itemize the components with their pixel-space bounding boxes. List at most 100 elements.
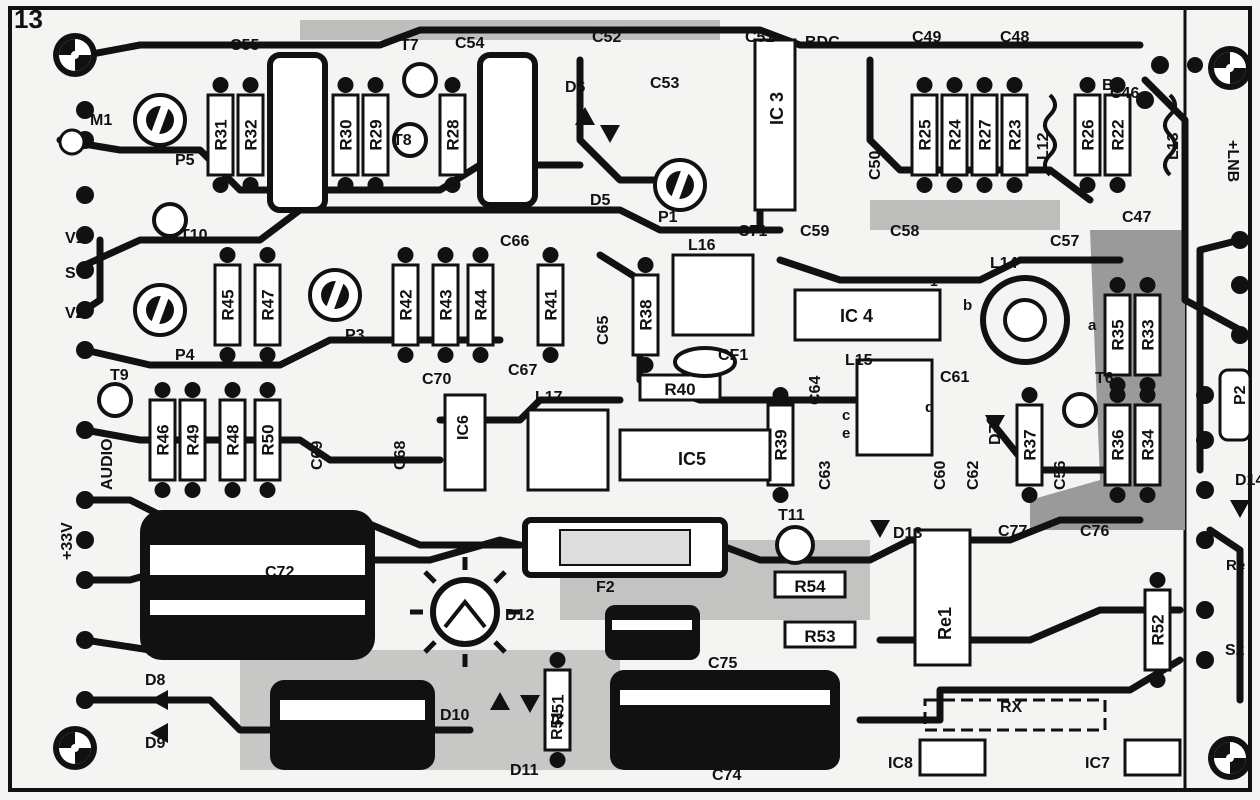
resistor-r33: R33 xyxy=(1133,277,1162,393)
resistor-r34: R34 xyxy=(1133,387,1162,503)
label-v33: +33V xyxy=(59,522,76,560)
label-rx: RX xyxy=(1000,699,1023,716)
label-r51: R51 xyxy=(549,711,566,740)
label-c62: C62 xyxy=(965,461,982,490)
label-d5: D5 xyxy=(590,192,611,209)
resistor-label: R36 xyxy=(1109,429,1128,460)
resistor-r38: R38 xyxy=(631,257,660,373)
label-d12: D12 xyxy=(505,607,534,624)
label-l15: L15 xyxy=(845,352,873,369)
label-p3: P3 xyxy=(345,327,365,344)
resistor-r43: R43 xyxy=(431,247,460,363)
resistor-r45: R45 xyxy=(213,247,242,363)
resistor-r49: R49 xyxy=(178,382,207,498)
label-c55: C55 xyxy=(230,37,259,54)
resistor-r26: R26 xyxy=(1073,77,1102,193)
label-c75: C75 xyxy=(708,655,737,672)
label-p2: P2 xyxy=(1232,385,1249,405)
electrolytic-capacitors xyxy=(140,52,840,770)
resistor-label: R44 xyxy=(472,289,491,321)
label-c50: C50 xyxy=(867,151,884,180)
label-l16: L16 xyxy=(688,237,716,254)
label-d11: D11 xyxy=(510,762,539,779)
resistor-r41: R41 xyxy=(536,247,565,363)
label-cf1: CF1 xyxy=(718,347,748,364)
label-ic7: IC7 xyxy=(1085,755,1110,772)
label-f2: F2 xyxy=(596,579,615,596)
resistor-label: R37 xyxy=(1021,429,1040,460)
resistor-label: R28 xyxy=(444,119,463,150)
label-c70: C70 xyxy=(422,371,451,388)
resistor-r48: R48 xyxy=(218,382,247,498)
label-c74: C74 xyxy=(712,767,741,784)
mounting-holes xyxy=(53,33,1252,780)
label-m1: M1 xyxy=(90,112,112,129)
resistor-label: R34 xyxy=(1139,429,1158,461)
label-v2: V2 xyxy=(65,305,85,322)
label-c58: C58 xyxy=(890,223,919,240)
label-l17: L17 xyxy=(535,389,563,406)
resistor-label: R54 xyxy=(794,577,826,596)
resistor-r42: R42 xyxy=(391,247,420,363)
label-d7: D7 xyxy=(987,424,1004,445)
resistor-label: R22 xyxy=(1109,119,1128,150)
resistor-r22: R22 xyxy=(1103,77,1132,193)
label-c61: C61 xyxy=(940,369,969,386)
resistor-label: R42 xyxy=(397,289,416,320)
resistor-r28: R28 xyxy=(438,77,467,193)
resistor-r46: R46 xyxy=(148,382,177,498)
label-c76: C76 xyxy=(1080,523,1109,540)
resistor-r29: R29 xyxy=(361,77,390,193)
resistor-r54: R54 xyxy=(773,570,847,599)
label-d13: D13 xyxy=(893,525,922,542)
resistor-label: R33 xyxy=(1139,319,1158,350)
label-l14: L14 xyxy=(990,255,1018,272)
label-b: b xyxy=(963,297,972,314)
resistor-label: R39 xyxy=(772,429,791,460)
potentiometers xyxy=(133,93,1252,442)
label-s2: S2 xyxy=(1225,642,1245,659)
resistor-label: R26 xyxy=(1079,119,1098,150)
resistor-label: R52 xyxy=(1149,614,1168,645)
resistor-label: R23 xyxy=(1006,119,1025,150)
label-c77: C77 xyxy=(998,523,1027,540)
label-ic6: IC6 xyxy=(455,415,472,440)
resistor-label: R27 xyxy=(976,119,995,150)
label-ic8: IC8 xyxy=(888,755,913,772)
label-t7: T7 xyxy=(400,37,419,54)
label-c: c xyxy=(842,407,850,424)
resistor-label: R53 xyxy=(804,627,835,646)
label-t8: T8 xyxy=(393,132,412,149)
resistor-label: R32 xyxy=(242,119,261,150)
resistor-label: R29 xyxy=(367,119,386,150)
resistor-label: R46 xyxy=(154,424,173,455)
resistor-label: R24 xyxy=(946,119,965,151)
label-p4: P4 xyxy=(175,347,195,364)
label-d: d xyxy=(925,399,934,416)
label-c54: C54 xyxy=(455,35,484,52)
label-c73: C73 xyxy=(315,682,344,699)
resistor-r27: R27 xyxy=(970,77,999,193)
label-c67: C67 xyxy=(508,362,537,379)
resistor-r35: R35 xyxy=(1103,277,1132,393)
resistor-label: R31 xyxy=(212,119,231,150)
resistor-label: R45 xyxy=(219,289,238,320)
resistor-r31: R31 xyxy=(206,77,235,193)
led-d12 xyxy=(410,557,520,667)
label-c63: C63 xyxy=(817,461,834,490)
label-c52: C52 xyxy=(592,29,621,46)
label-c64: C64 xyxy=(807,376,824,405)
diodes xyxy=(150,107,1250,743)
label-c71: C71 xyxy=(738,223,767,240)
label-a: a xyxy=(1088,317,1097,334)
resistor-r53: R53 xyxy=(783,620,857,649)
left-edge-pads xyxy=(76,101,94,709)
resistor-r44: R44 xyxy=(466,247,495,363)
resistor-label: R48 xyxy=(224,424,243,455)
label-c46: C46 xyxy=(1110,85,1139,102)
resistor-label: R51 xyxy=(549,694,568,725)
label-c49: C49 xyxy=(912,29,941,46)
